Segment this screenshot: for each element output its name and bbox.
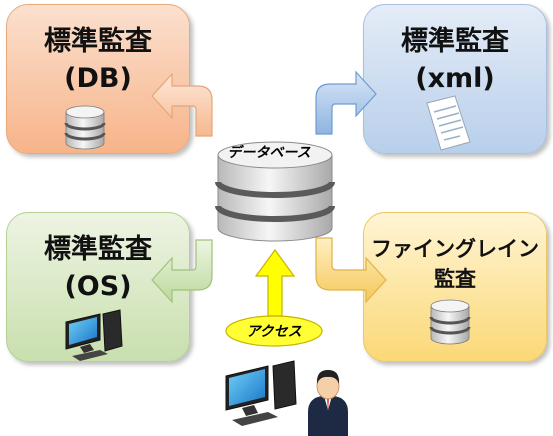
access-ellipse (225, 315, 323, 347)
central-database-icon (215, 141, 335, 242)
database-cylinder-icon (64, 105, 106, 150)
db-audit-title: 標準監査 (44, 26, 152, 57)
arrow-to-fine-grained-audit (315, 237, 387, 304)
fine-grained-audit-subtitle: 監査 (434, 267, 476, 291)
access-arrow (254, 248, 296, 317)
os-audit-subtitle: (OS) (64, 271, 132, 302)
db-audit-subtitle: (DB) (64, 63, 132, 94)
user-computer-icon (225, 360, 297, 426)
user-icon (308, 370, 348, 436)
fine-grained-audit-title: ファイングレイン (371, 237, 539, 261)
document-icon (426, 95, 471, 151)
access-label: アクセス (246, 324, 301, 340)
xml-audit-subtitle: (xml) (415, 63, 495, 94)
arrow-to-os-audit (151, 239, 213, 304)
xml-audit-title: 標準監査 (401, 26, 509, 57)
arrow-to-xml-audit (315, 70, 377, 135)
computer-icon (65, 309, 123, 361)
os-audit-title: 標準監査 (44, 234, 152, 265)
database-cylinder-icon-fga (429, 299, 471, 345)
database-label: データベース (227, 144, 310, 161)
arrow-to-db-audit (151, 72, 213, 137)
